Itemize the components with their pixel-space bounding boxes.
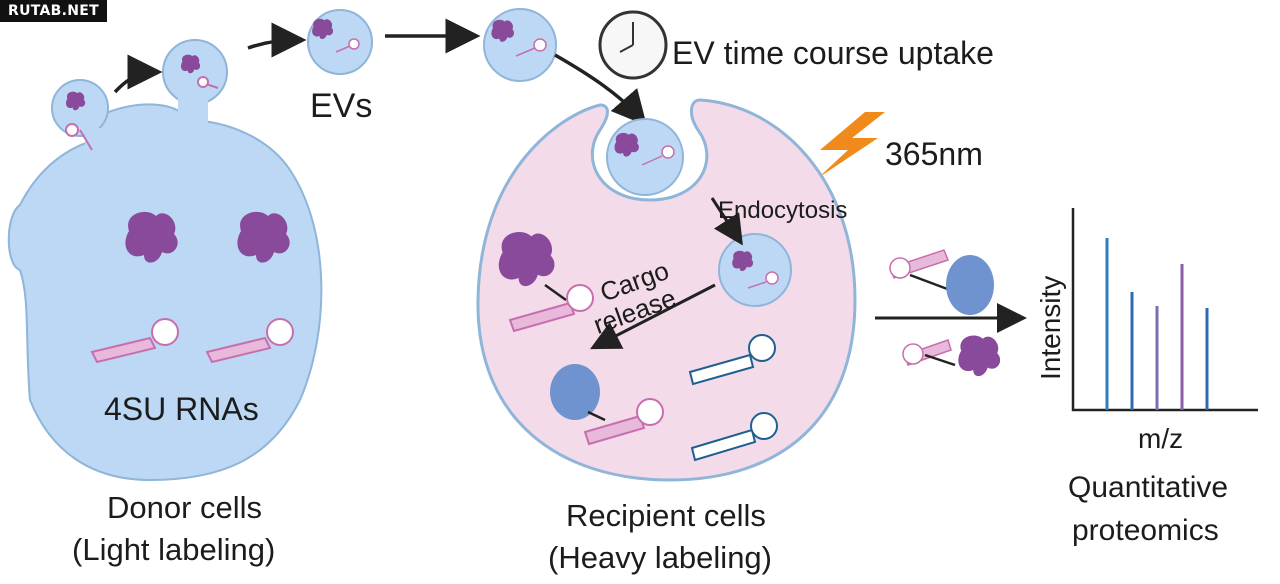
evs-label: EVs <box>310 87 372 125</box>
donor-cell <box>7 39 323 482</box>
site-watermark: RUTAB.NET <box>0 0 107 22</box>
budding-vesicle-2 <box>162 39 228 105</box>
recipient-cell <box>476 98 857 482</box>
budding-vesicle-1 <box>51 79 109 137</box>
time-course-label: EV time course uptake <box>672 35 994 71</box>
ms-chart <box>1071 208 1258 412</box>
rna-hairpin-icon <box>65 76 294 364</box>
donor-subtitle: (Light labeling) <box>72 532 275 567</box>
donor-title: Donor cells <box>107 490 262 525</box>
flow-arrows <box>113 18 647 126</box>
x-axis-label: m/z <box>1138 423 1183 454</box>
y-axis-label: Intensity <box>1035 276 1066 380</box>
wavelength-label: 365nm <box>885 136 983 172</box>
rna-label: 4SU RNAs <box>104 391 259 427</box>
recipient-title: Recipient cells <box>566 498 766 533</box>
ev-vesicle <box>483 8 557 82</box>
crosslinked-complex <box>889 249 1001 377</box>
chart-axes <box>1071 208 1258 412</box>
ev-vesicle <box>307 9 373 75</box>
clock-icon <box>598 10 668 80</box>
endocytosis-label: Endocytosis <box>718 197 847 224</box>
lightning-icon <box>818 112 885 178</box>
recipient-subtitle: (Heavy labeling) <box>548 540 772 575</box>
quant-line2: proteomics <box>1072 514 1219 547</box>
quant-line1: Quantitative <box>1068 471 1228 504</box>
